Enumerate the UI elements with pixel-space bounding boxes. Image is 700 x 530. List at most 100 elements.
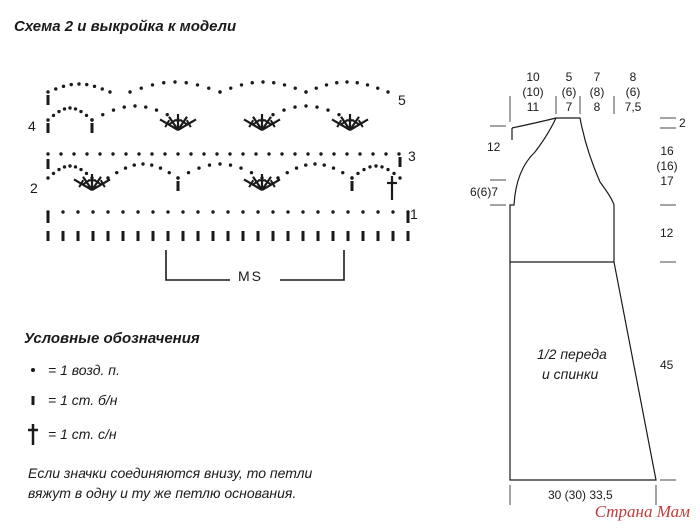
chain-dot — [254, 152, 258, 156]
chain-dot — [226, 210, 230, 214]
chain-dot — [79, 167, 83, 172]
chain-dot — [59, 152, 63, 156]
fan-stitch-stem — [261, 176, 272, 191]
single-crochet-icon — [24, 393, 42, 407]
chain-dot — [124, 152, 128, 156]
chain-dot — [90, 176, 94, 180]
single-crochet-mark — [151, 231, 155, 241]
chain-dot — [241, 152, 245, 156]
chain-dot — [57, 167, 61, 172]
single-crochet-mark — [361, 231, 365, 241]
bodice-height-label: 12 — [660, 226, 674, 240]
chain-dot — [106, 176, 110, 180]
single-crochet-mark — [301, 231, 305, 241]
chain-dot — [72, 152, 76, 156]
armhole-height-label: 12 — [487, 140, 501, 154]
fan-stitch-stem — [91, 178, 111, 191]
double-crochet-icon — [24, 422, 42, 446]
fan-stitch-stem — [261, 178, 281, 191]
fan-stitch-stem — [252, 176, 263, 191]
legend-text-chain: = 1 возд. п. — [48, 362, 120, 378]
chain-dot — [90, 118, 94, 122]
chain-dot — [162, 81, 166, 85]
chain-dot — [324, 83, 329, 87]
row-number-1: 1 — [410, 206, 418, 222]
chain-dot — [46, 152, 50, 156]
chain-dot — [173, 80, 177, 84]
chain-dot — [186, 170, 191, 175]
chain-dot — [197, 166, 201, 170]
chain-dot — [115, 170, 119, 175]
chain-dot — [406, 210, 410, 214]
fan-stitch-stem — [261, 118, 281, 131]
fan-stitch-bar — [248, 179, 255, 188]
chain-dot — [350, 176, 354, 180]
fan-stitch-stem — [349, 118, 369, 131]
chain-dot — [111, 152, 115, 156]
chain-dot — [272, 81, 276, 85]
chain-dot — [316, 210, 320, 214]
chain-dot — [346, 210, 350, 214]
chain-dot — [167, 170, 171, 175]
chain-dot — [282, 83, 287, 87]
chain-dot — [154, 108, 159, 112]
chain-dot — [62, 107, 67, 111]
single-crochet-mark — [91, 231, 95, 241]
chain-dot — [304, 104, 308, 108]
fan-stitch-stem — [243, 178, 263, 191]
chain-dot — [91, 210, 95, 214]
chain-dot — [250, 81, 254, 85]
fan-stitch-stem — [349, 116, 360, 131]
panel-label-line-2: и спинки — [542, 366, 599, 382]
chain-dot — [57, 109, 61, 114]
chain-dot — [68, 164, 72, 168]
chain-dot — [348, 118, 352, 122]
chain-dot — [293, 152, 297, 156]
single-crochet-mark — [391, 231, 395, 241]
chain-dot — [361, 210, 365, 214]
fan-stitch-bar — [248, 119, 255, 128]
chain-dot — [229, 86, 233, 90]
chain-dot — [356, 171, 360, 176]
fan-stitch-bar — [269, 119, 276, 128]
chain-dot — [332, 152, 336, 156]
fan-stitch-stem — [177, 118, 197, 131]
single-crochet-mark — [316, 231, 320, 241]
chain-dot — [165, 112, 169, 117]
row-number-3: 3 — [408, 148, 416, 164]
chain-dot — [319, 152, 323, 156]
chain-dot — [304, 90, 308, 94]
single-crochet-mark — [350, 181, 354, 191]
chain-dot — [301, 210, 305, 214]
chain-dot — [150, 163, 154, 167]
fan-stitch-bar — [93, 178, 102, 186]
row-number-2: 2 — [30, 180, 38, 196]
chain-dot — [215, 152, 219, 156]
chain-dot — [133, 104, 137, 108]
single-crochet-mark — [46, 231, 50, 241]
chain-dot — [76, 210, 80, 214]
chain-dot — [122, 105, 126, 109]
chain-dot — [271, 210, 275, 214]
fan-stitch-stem — [82, 176, 93, 191]
single-crochet-mark — [346, 231, 350, 241]
chain-dot — [207, 86, 211, 90]
single-crochet-mark — [286, 231, 290, 241]
chain-dot — [365, 83, 370, 87]
chain-dot — [326, 108, 330, 112]
fan-stitch-bar — [164, 119, 171, 128]
chain-dot — [98, 152, 102, 156]
chain-dot — [132, 163, 136, 167]
legend-text-double-crochet: = 1 ст. с/н — [48, 426, 117, 442]
single-crochet-mark — [46, 95, 50, 105]
fan-stitch-stem — [159, 118, 179, 131]
chain-dot — [228, 152, 232, 156]
single-crochet-mark — [136, 231, 140, 241]
chain-dot-icon — [24, 366, 42, 374]
chain-dot — [85, 82, 89, 87]
single-crochet-mark — [61, 231, 65, 241]
single-crochet-mark — [226, 231, 230, 241]
chain-dot — [62, 165, 67, 169]
chain-dot — [108, 90, 112, 94]
chain-dot — [341, 170, 345, 175]
